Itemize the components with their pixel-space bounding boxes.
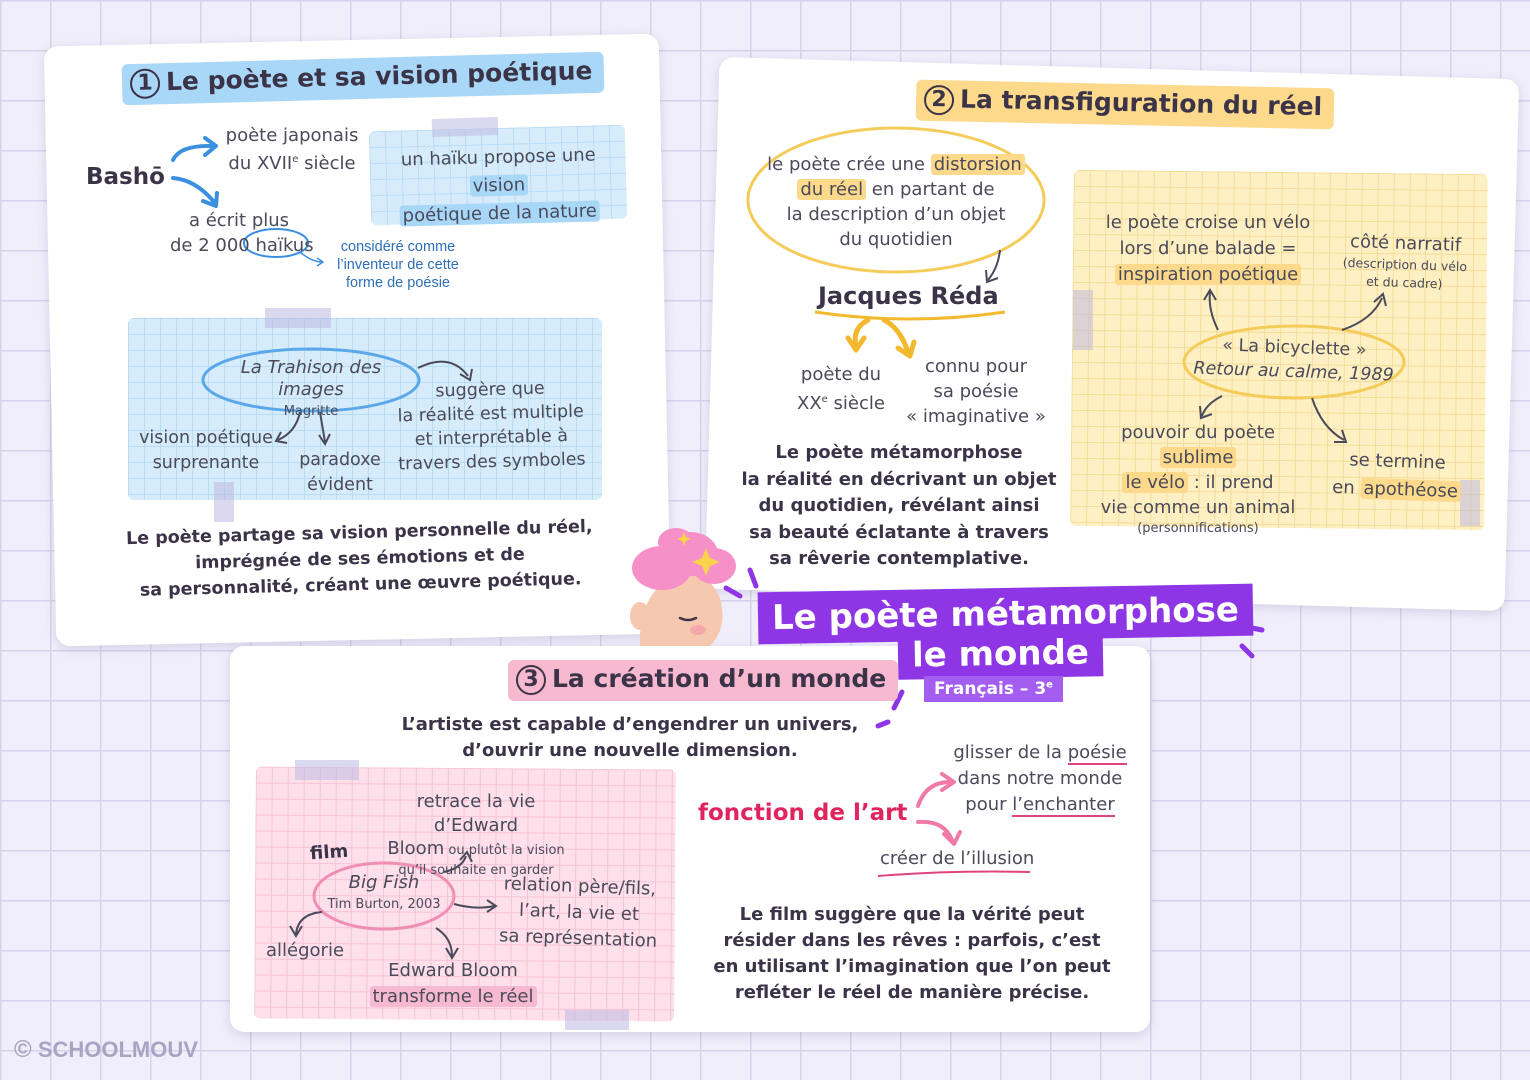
tape [265,308,331,328]
section1-summary: Le poète partage sa vision personnelle d… [99,513,621,605]
ecrit-line2: de 2 000 haïkus [164,233,314,258]
fonction-de-l-art: fonction de l’art [698,800,907,826]
se-termine-apotheose: se termine en apothéose [1331,446,1463,507]
suggere-realite: suggère que la réalité est multiple et i… [385,375,597,476]
brand-name: SCHOOLMOUV [38,1037,198,1062]
section1-title-text: Le poète et sa vision poétique [166,56,593,96]
la-bicyclette-title: « La bicyclette » Retour au calme, 1989 [1185,332,1403,388]
paradoxe-evident: paradoxe évident [290,448,390,498]
tape [295,760,359,780]
section2-summary: Le poète métamorphose la réalité en décr… [724,440,1074,573]
velo-inspiration: le poète croise un vélo lors d’une balad… [1100,210,1316,288]
ecrit-line1: a écrit plus [164,208,314,233]
allegorie-label: allégorie [266,940,344,961]
section3-title-text: La création d’un monde [552,664,886,693]
pouvoir-sublime: pouvoir du poète sublime le vélo : il pr… [1086,420,1310,538]
tape [214,482,234,522]
basho-desc-line2: du XVIIe siècle [222,148,362,176]
haikus-word: haïkus [256,235,314,256]
haiku-note-text: un haïku propose une vision poétique de … [373,141,625,232]
tape [1073,290,1093,350]
section3-title: 3La création d’un monde [508,660,898,701]
schoolmouv-brand: © SCHOOLMOUV [14,1036,198,1064]
jacques-reda-name: Jacques Réda [818,282,999,310]
connu-poesie-imaginative: connu pour sa poésie « imaginative » [896,354,1056,429]
section3-intro: L’artiste est capable d’engendrer un uni… [370,712,890,764]
section2-title-text: La transfiguration du réel [960,85,1323,122]
basho-haikus-count: a écrit plus de 2 000 haïkus [164,208,314,258]
section3-number: 3 [516,665,546,695]
tape [432,117,499,137]
main-subtitle: Français – 3e [924,676,1063,702]
section3-summary: Le film suggère que la vérité peut résid… [692,902,1132,1006]
vision-surprenante: vision poétique surprenante [136,426,276,476]
cote-narratif: côté narratif (description du vélo et du… [1329,229,1481,294]
tape [1460,480,1480,526]
poete-xxe-siecle: poète du XXe siècle [786,362,896,416]
main-title-line2: le monde [898,628,1104,680]
basho-name: Bashō [86,164,165,190]
copyright-icon: © [14,1036,32,1063]
creer-illusion: créer de l’illusion [880,848,1034,869]
glisser-poesie: glisser de la poésie dans notre monde po… [950,740,1130,818]
film-label: film [309,841,349,865]
distorsion-oval-text: le poète crée une distorsion du réel en … [760,152,1032,252]
tape [565,1010,629,1030]
basho-description: poète japonais du XVIIe siècle [222,124,362,176]
section2-number: 2 [924,85,955,116]
section2-title: 2La transfiguration du réel [916,80,1335,130]
retrace-vie-edward: retrace la vie d’Edward Bloom ou plutôt … [376,790,576,880]
relation-pere-fils: relation père/fils, l’art, la vie et sa … [495,871,664,955]
edward-bloom-transforme: Edward Bloom transforme le réel [360,958,546,1010]
inventeur-note: considéré comme l’inventeur de cette for… [316,238,480,292]
basho-desc-line1: poète japonais [222,124,362,148]
section1-number: 1 [130,68,161,99]
